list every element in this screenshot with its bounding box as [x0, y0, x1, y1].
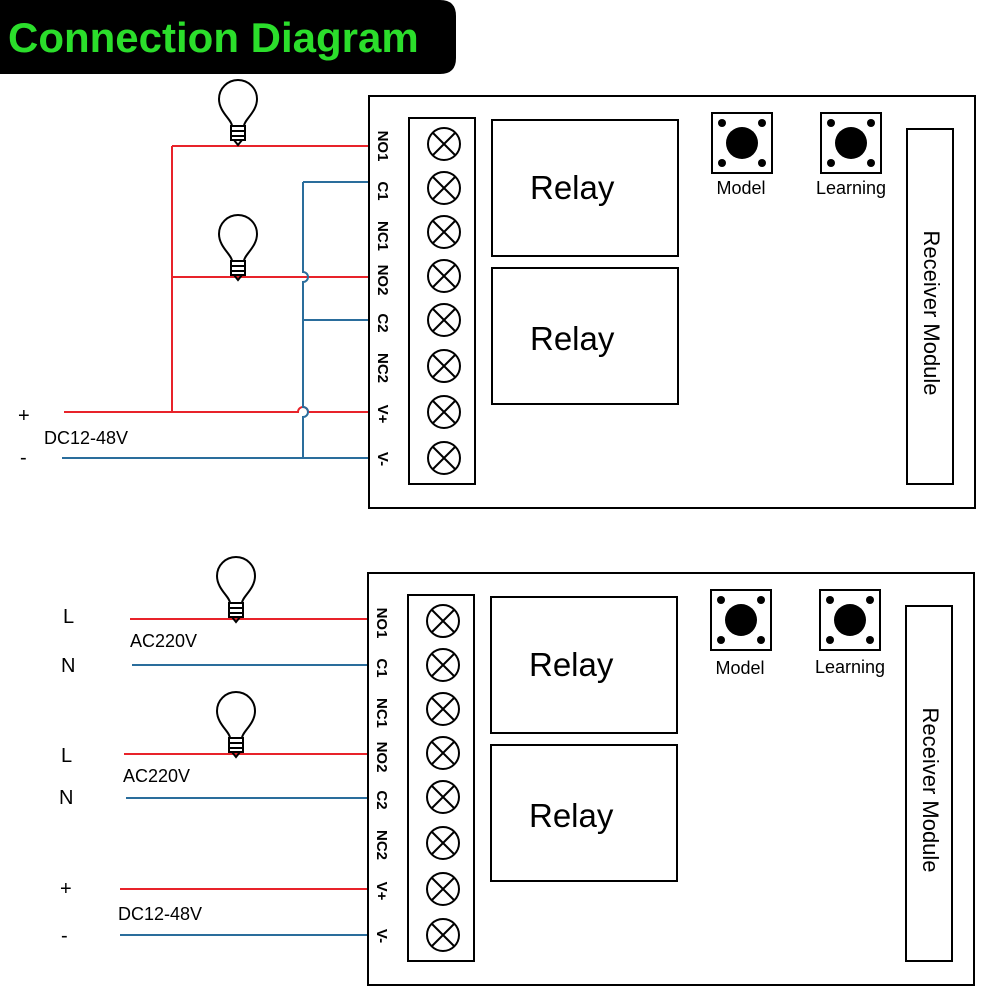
terminal-label-nc2: NC2 — [373, 830, 390, 860]
board-outline — [367, 572, 975, 986]
wire-blue-bus — [302, 182, 309, 458]
terminal-screw-icon — [427, 349, 461, 383]
terminal-label-no2: NO2 — [374, 265, 391, 296]
push-button-icon — [711, 112, 773, 174]
terminal-screw-icon — [427, 395, 461, 429]
terminal-screw-icon — [426, 648, 460, 682]
terminal-label-c2: C2 — [373, 790, 390, 809]
terminal-label-c2: C2 — [374, 313, 391, 332]
receiver-board: NO1 C1 NC1 NO2 C2 NC2 V+ V- Rel — [367, 572, 975, 986]
receiver-module-box — [905, 605, 953, 962]
diagram-dc-parallel: + DC12-48V - NO1 C1 NC1 NO2 C2 NC2 V+ V- — [18, 79, 976, 509]
push-button-icon — [820, 112, 882, 174]
lightbulb-icon — [217, 214, 259, 282]
page-title: Connection Diagram — [8, 14, 419, 61]
load1-supply-label: AC220V — [130, 631, 197, 651]
wiring — [120, 618, 368, 936]
terminal-screw-icon — [426, 736, 460, 770]
terminal-label-c1: C1 — [374, 181, 391, 200]
receiver-module-label: Receiver Module — [918, 707, 943, 872]
terminal-screw-icon — [426, 604, 460, 638]
relay-1 — [491, 119, 679, 257]
terminal-label-c1: C1 — [373, 658, 390, 677]
terminal-block — [408, 117, 476, 485]
relay-1 — [490, 596, 678, 734]
supply-minus-label: - — [20, 447, 27, 469]
terminal-screw-icon — [426, 872, 460, 906]
terminal-screw-icon — [427, 127, 461, 161]
model-button-label: Model — [715, 658, 764, 678]
push-button-icon — [710, 589, 772, 651]
diagram-ac-independent: L AC220V N L AC220V N + DC12-48V - NO1 C… — [59, 556, 975, 986]
supply-plus-label: + — [18, 405, 30, 427]
title-background — [0, 0, 456, 74]
model-button-label: Model — [716, 178, 765, 198]
lightbulb-icon — [215, 556, 257, 624]
terminal-label-nc2: NC2 — [374, 353, 391, 383]
terminal-label-no2: NO2 — [373, 742, 390, 773]
terminal-screws — [427, 127, 461, 475]
relay-1-label: Relay — [529, 646, 614, 683]
terminal-screw-icon — [427, 171, 461, 205]
terminal-label-no1: NO1 — [374, 131, 391, 162]
terminal-screw-icon — [426, 780, 460, 814]
load2-supply-label: AC220V — [123, 766, 190, 786]
relay-2-label: Relay — [529, 797, 614, 834]
lightbulb-icon — [217, 79, 259, 147]
title-banner: Connection Diagram — [0, 0, 456, 74]
terminal-label-v-minus: V- — [373, 929, 390, 943]
terminal-screw-icon — [426, 692, 460, 726]
terminal-label-v-minus: V- — [374, 452, 391, 466]
terminal-labels: NO1 C1 NC1 NO2 C2 NC2 V+ V- — [374, 131, 391, 467]
relay-2-label: Relay — [530, 320, 615, 357]
wire-v-plus — [64, 406, 369, 413]
terminal-screws — [426, 604, 460, 952]
load2-line-label: L — [61, 745, 72, 767]
learning-button-label: Learning — [816, 178, 886, 198]
load1-neutral-label: N — [61, 655, 75, 677]
relay-2 — [490, 744, 678, 882]
load2-neutral-label: N — [59, 787, 73, 809]
dc-supply-label: DC12-48V — [118, 904, 202, 924]
supply-voltage-label: DC12-48V — [44, 428, 128, 448]
terminal-screw-icon — [426, 826, 460, 860]
dc-minus-label: - — [61, 925, 68, 947]
terminal-label-nc1: NC1 — [373, 698, 390, 728]
terminal-screw-icon — [427, 259, 461, 293]
relay-2 — [491, 267, 679, 405]
receiver-module-box — [906, 128, 954, 485]
terminal-label-no1: NO1 — [373, 608, 390, 639]
terminal-label-v-plus: V+ — [373, 882, 390, 901]
terminal-screw-icon — [426, 918, 460, 952]
receiver-module-label: Receiver Module — [919, 230, 944, 395]
terminal-screw-icon — [427, 303, 461, 337]
learning-button-label: Learning — [815, 657, 885, 677]
load1-line-label: L — [63, 606, 74, 628]
terminal-label-v-plus: V+ — [374, 405, 391, 424]
terminal-block — [407, 594, 475, 962]
wiring — [62, 145, 369, 459]
terminal-screw-icon — [427, 215, 461, 249]
relay-1-label: Relay — [530, 169, 615, 206]
receiver-board: NO1 C1 NC1 NO2 C2 NC2 V+ V- Rel — [368, 95, 976, 509]
dc-plus-label: + — [60, 878, 72, 900]
terminal-label-nc1: NC1 — [374, 221, 391, 251]
board-outline — [368, 95, 976, 509]
terminal-screw-icon — [427, 441, 461, 475]
lightbulb-icon — [215, 691, 257, 759]
push-button-icon — [819, 589, 881, 651]
terminal-labels: NO1 C1 NC1 NO2 C2 NC2 V+ V- — [373, 608, 390, 944]
